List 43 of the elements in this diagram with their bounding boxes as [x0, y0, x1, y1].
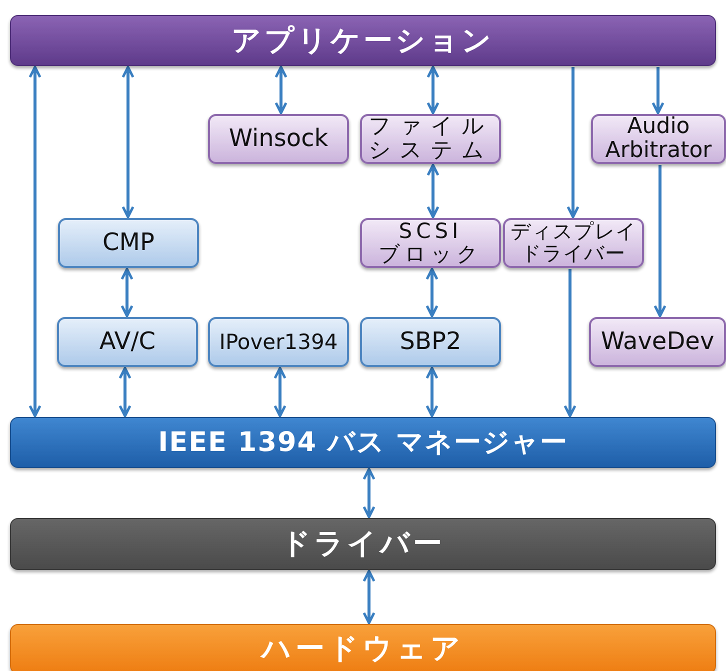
arrow: [274, 366, 286, 418]
component-box: [208, 114, 349, 164]
arrow: [654, 165, 666, 318]
arrow: [28, 66, 42, 418]
arrow: [426, 164, 440, 218]
box-label: SBP2: [400, 329, 462, 355]
component-box: [591, 114, 726, 164]
box-label: ディスプレイドライバー: [510, 221, 638, 265]
layer-bar: [10, 15, 716, 66]
component-box: [589, 317, 726, 367]
arrow: [118, 366, 132, 418]
layer-bar: [10, 624, 716, 671]
box-label: アプリケーション: [232, 24, 494, 56]
box-label: WaveDev: [600, 329, 714, 355]
protocol-box: [58, 218, 199, 268]
component-box: [360, 218, 501, 268]
arrow: [652, 67, 664, 114]
box-label: IPover1394: [219, 330, 338, 354]
box-label: Winsock: [228, 126, 328, 152]
arrow: [362, 570, 376, 624]
box-label: SCSI ブロック: [378, 220, 484, 266]
arrow: [426, 366, 438, 418]
protocol-box: [360, 317, 501, 367]
box-label: ファイルシステム: [368, 115, 494, 163]
protocol-box: [208, 317, 349, 367]
box-label: IEEE 1394 バス マネージャー: [158, 428, 568, 458]
arrow: [362, 468, 376, 518]
arrow: [566, 67, 580, 218]
arrow: [564, 269, 576, 418]
box-label: AV/C: [99, 329, 156, 355]
box-label: ドライバー: [281, 528, 445, 560]
arrow: [120, 268, 134, 318]
box-label: CMP: [102, 230, 154, 256]
protocol-box: [57, 317, 198, 367]
box-label: Audio Arbitrator: [604, 115, 713, 163]
component-box: [503, 218, 644, 268]
arrow: [426, 268, 438, 318]
layer-bar: [10, 417, 716, 468]
arrow: [426, 66, 440, 114]
arrow: [122, 66, 134, 218]
layer-bar: [10, 518, 716, 570]
arrow: [274, 66, 288, 114]
box-label: ハードウェア: [262, 633, 464, 665]
